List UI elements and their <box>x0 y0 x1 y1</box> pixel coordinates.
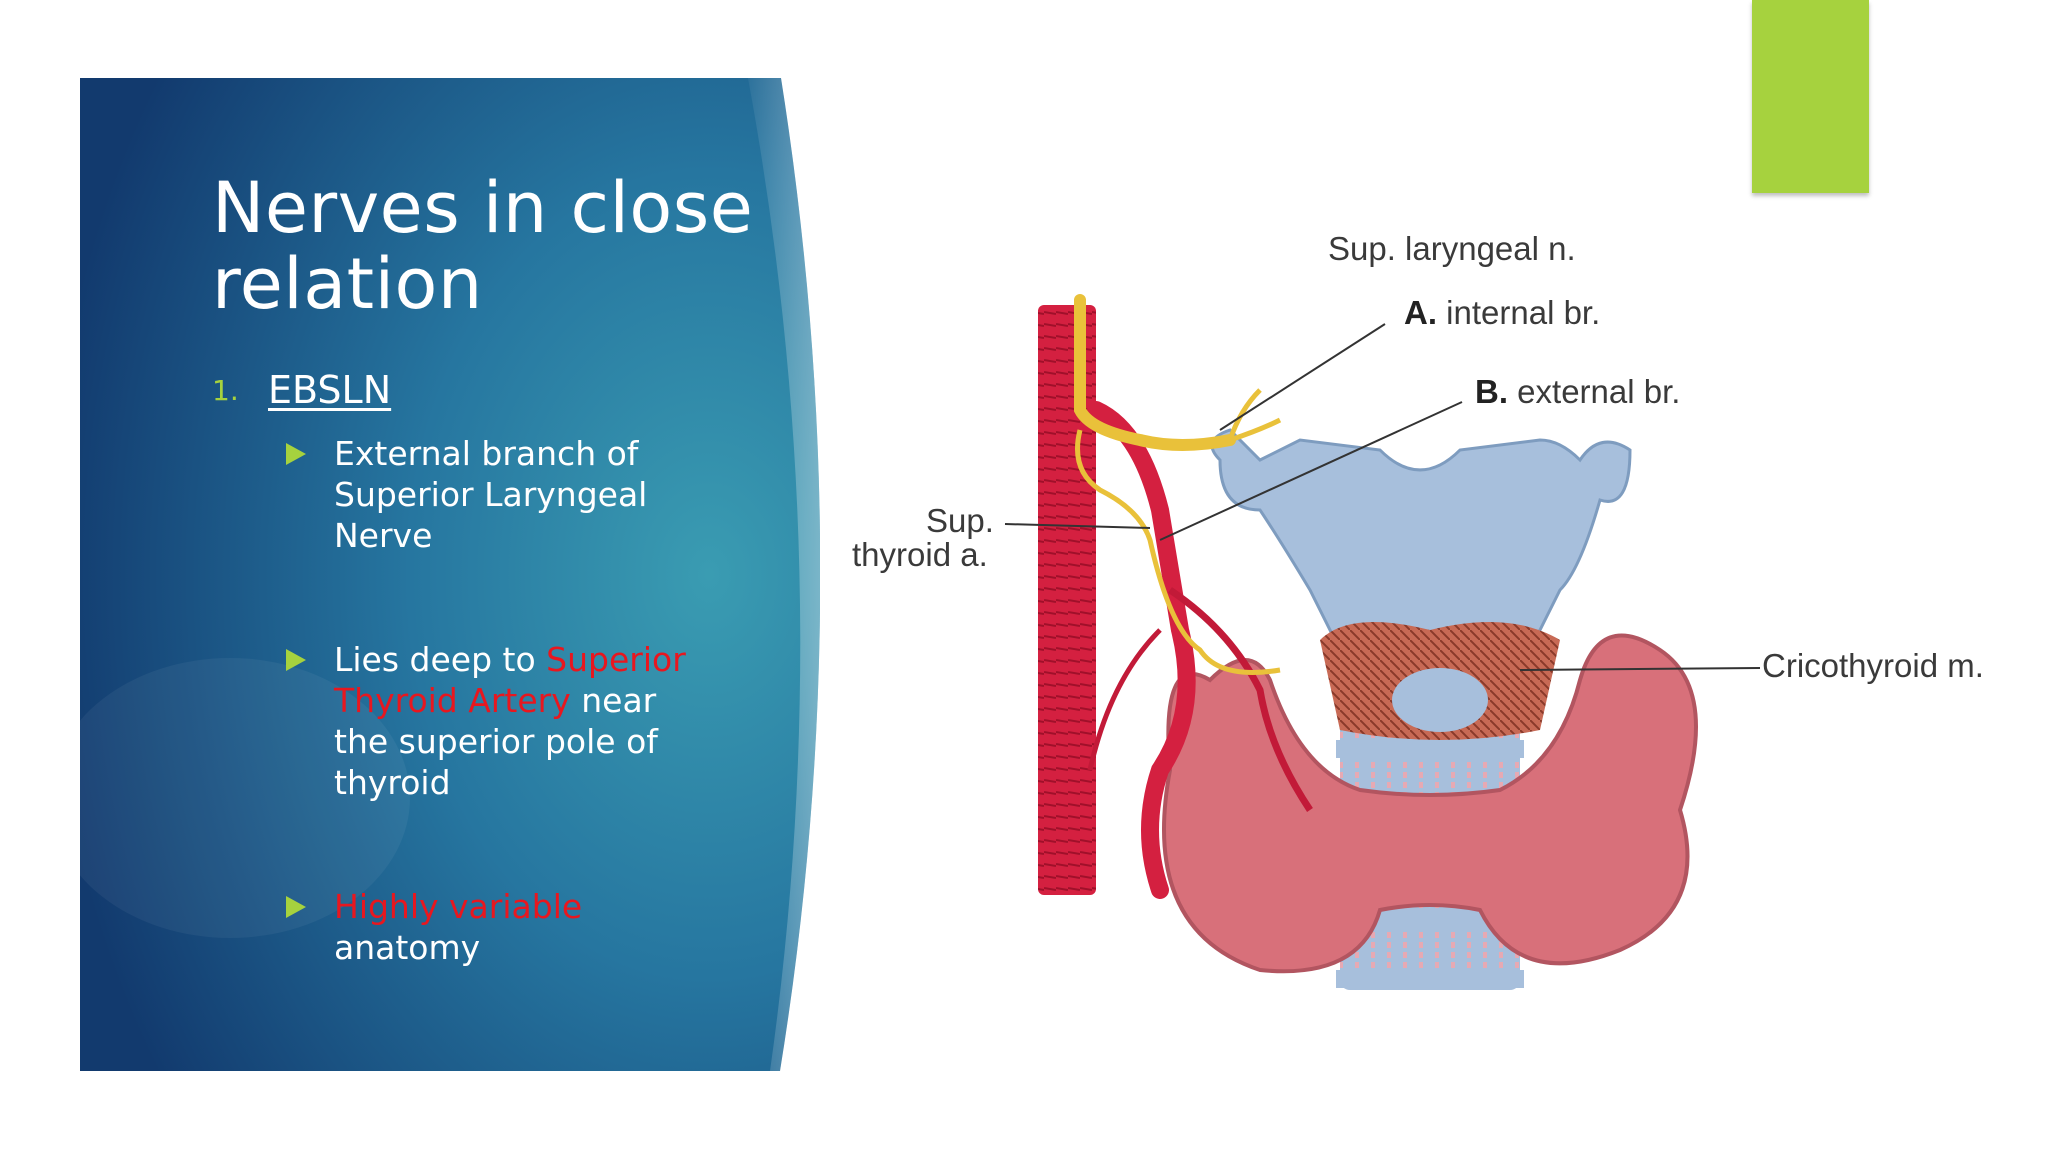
bullet-arrow-icon <box>286 886 334 968</box>
item-number: 1. <box>212 373 239 407</box>
label-internal-branch: A. internal br. <box>1404 294 1601 331</box>
external-branch-nerve <box>1075 429 1281 675</box>
bullet-1: External branch of Superior Laryngeal Ne… <box>286 433 706 556</box>
anatomy-diagram: Sup. laryngeal n. A. internal br. B. ext… <box>840 210 2020 1010</box>
leader-line <box>1519 667 1761 671</box>
bullet-text: Highly variable anatomy <box>334 887 583 967</box>
panel-background <box>80 78 820 1071</box>
superior-laryngeal-nerve <box>1074 294 1236 451</box>
slide-title: Nerves in close relation <box>212 167 754 325</box>
bullet-2: Lies deep to Superior Thyroid Artery nea… <box>286 639 706 803</box>
label-cricothyroid: Cricothyroid m. <box>1762 647 1984 684</box>
thyroid-illustration <box>1004 294 1761 990</box>
thyroid-cartilage <box>1210 428 1632 652</box>
bullet-3: Highly variable anatomy <box>286 886 706 968</box>
thyroid-gland <box>1162 633 1698 974</box>
bullet-text: Lies deep to Superior Thyroid Artery nea… <box>334 640 686 802</box>
highlight-text: Highly variable <box>334 887 583 926</box>
label-sup-thyroid-2: thyroid a. <box>852 536 988 573</box>
leader-line <box>1219 323 1386 431</box>
label-sup-laryngeal: Sup. laryngeal n. <box>1328 230 1576 267</box>
bullet-text: External branch of Superior Laryngeal Ne… <box>334 434 648 555</box>
bullet-arrow-icon <box>286 639 334 803</box>
label-sup-thyroid-1: Sup. <box>926 502 994 539</box>
label-external-branch: B. external br. <box>1475 373 1681 410</box>
item-label: EBSLN <box>268 368 392 412</box>
leader-line <box>1004 523 1151 529</box>
numbered-item: 1. EBSLN <box>212 366 391 414</box>
highlight-text: Superior Thyroid Artery <box>334 640 686 720</box>
leader-line <box>1159 401 1463 541</box>
accent-tab <box>1752 0 1869 193</box>
carotid-artery <box>1038 305 1096 895</box>
bullet-arrow-icon <box>286 433 334 556</box>
title-panel <box>80 78 820 1071</box>
